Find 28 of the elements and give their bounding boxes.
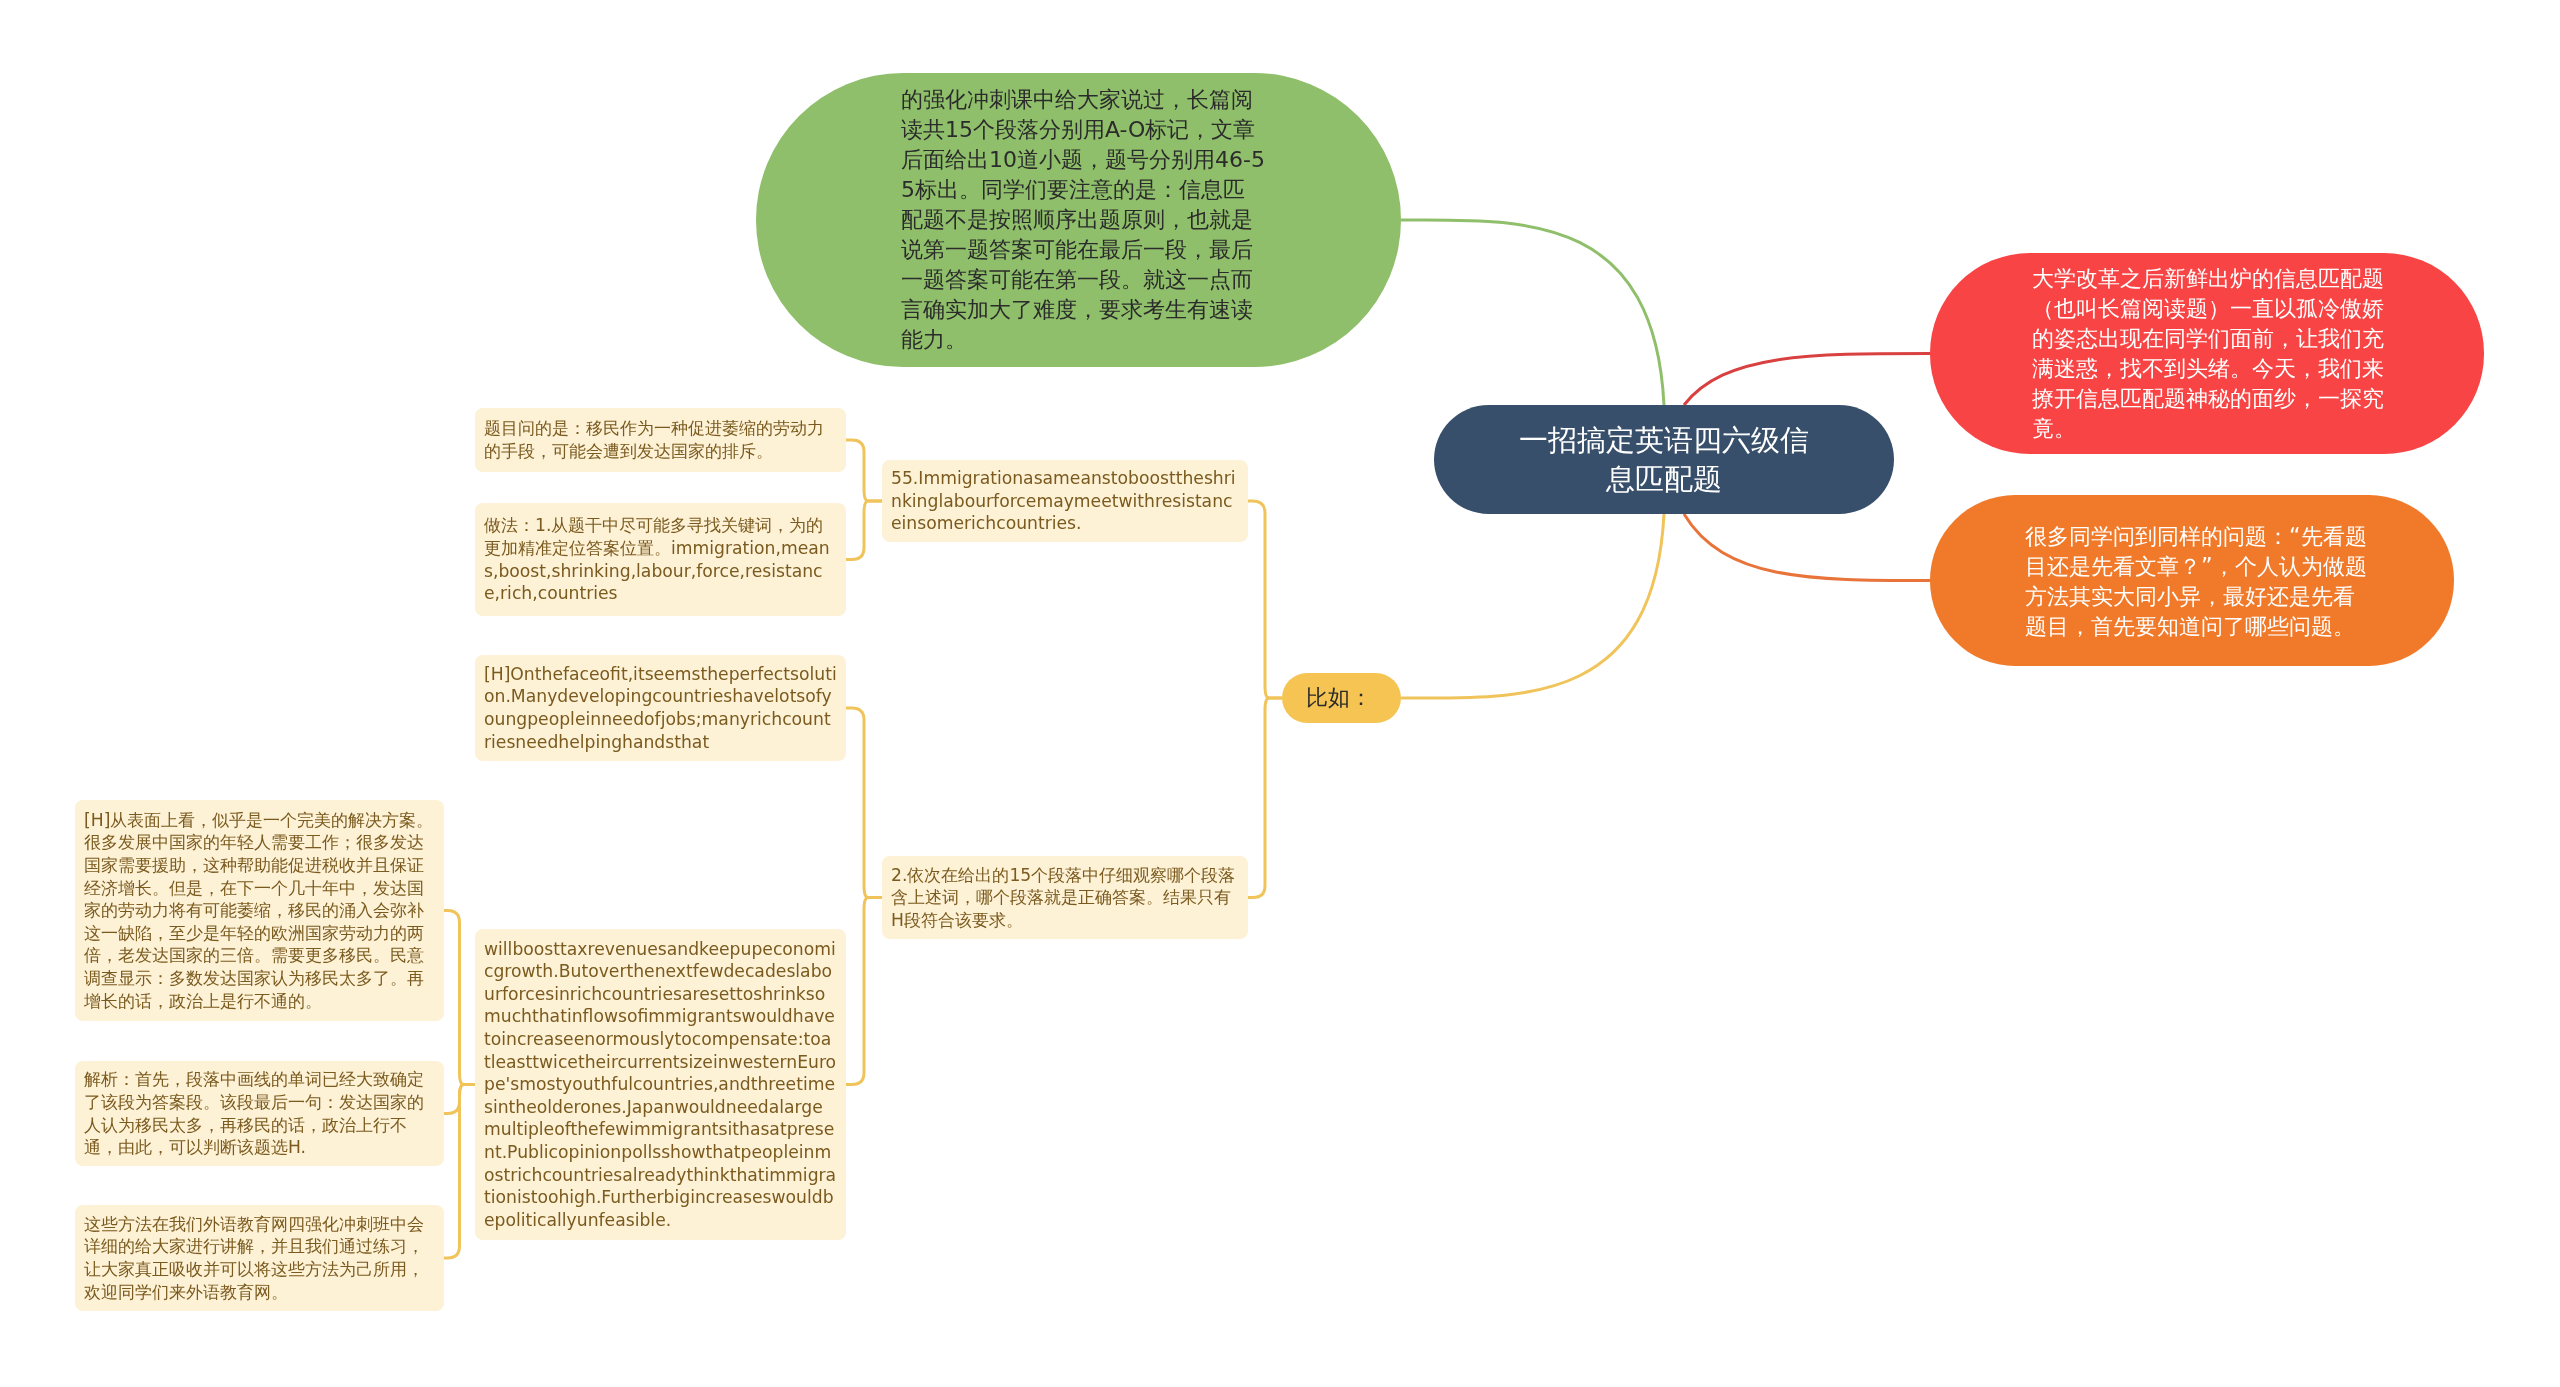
note-card bbox=[882, 460, 1248, 542]
topic-text: 解析：首先，段落中画线的单词已经大致确定了该段为答案段。该段最后一句：发达国家的人认为移民太多，再移民的话，政治上行不通，由此，可以判断该题选H. bbox=[84, 1068, 425, 1159]
topic-text: [H]从表面上看，似乎是一个完美的解决方案。很多发展中国家的年轻人需要工作；很多发达国家需要援助，这种帮助能促进税收并且保证经济增长。但是，在下一个几十年中，发达国家的劳动力将有可能萎缩，移民的涌入会弥补这一缺陷，至少是年轻的欧洲国家劳动力的两倍，老发达国家的三倍。需要更多移民。民意调查显示：多数发达国家认为移民太多了。再增长的话，政治上是行不通的。 bbox=[84, 808, 435, 1013]
topic-text: 做法：1.从题干中尽可能多寻找关键词，为的更加精准定位答案位置。immigration,means,boost,shrinking,labour,force,resistance,rich,countries bbox=[484, 514, 831, 605]
note-card bbox=[75, 1061, 444, 1166]
connector-line bbox=[846, 499, 882, 561]
connector-line bbox=[846, 896, 882, 1086]
topic-text: 大学改革之后新鲜出炉的信息匹配题（也叫长篇阅读题）一直以孤冷傲娇的姿态出现在同学们面前，让我们充满迷惑，找不到头绪。今天，我们来撩开信息匹配题神秘的面纱，一探究竟。 bbox=[2032, 264, 2385, 443]
topic-text: 比如： bbox=[1306, 684, 1373, 712]
topic-text: 很多同学问到同样的问题：“先看题目还是先看文章？”，个人认为做题方法其实大同小异，最好还是先看题目，首先要知道问了哪些问题。 bbox=[2025, 521, 2368, 641]
note-card bbox=[75, 1205, 444, 1311]
topic-text: 的强化冲刺课中给大家说过，长篇阅读共15个段落分别用A-O标记，文章后面给出10道小题，题号分别用46-55标出。同学们要注意的是：信息匹配题不是按照顺序出题原则，也就是说第一题答案可能在最后一段，最后一题答案可能在第一段。就这一点而言确实加大了难度，要求考生有速读能力。 bbox=[901, 86, 1266, 354]
topic-text: 这些方法在我们外语教育网四强化冲刺班中会详细的给大家进行讲解，并且我们通过练习，让大家真正吸收并可以将这些方法为己所用，欢迎同学们来外语教育网。 bbox=[84, 1212, 425, 1304]
connector-line bbox=[1682, 352, 1930, 406]
note-card bbox=[475, 655, 846, 761]
topic-text: willboosttaxrevenuesandkeepupeconomicgrowth.Butoverthenextfewdecadeslabourforcesinrichcountriesaresettoshrinksomuchthatinflowsofimmigrantswouldhavetoincreaseenormouslytocompensate:toatleasttwicetheircurrentsizeinwesternEurope'smostyouthfulcountries,andthreetimesintheolderones.Japanwouldneedalargemultipleofthefewimmigrantsithasatpresent.Publicopinionpollsshowthatpeopleinmostrichcountriesalreadythinkthatimmigrationistoohigh.Furtherbigincreaseswouldbepoliticallyunfeasible. bbox=[484, 937, 837, 1232]
connector-line bbox=[1401, 513, 1666, 700]
topic-text: [H]Onthefaceofit,itseemstheperfectsolution.Manydevelopingcountrieshavelotsofyoungpeopleinneedofjobs;manyrichcountriesneedhelpinghandsthat bbox=[484, 662, 837, 754]
note-card bbox=[475, 408, 846, 472]
topic-text: 题目问的是：移民作为一种促进萎缩的劳动力的手段，可能会遭到发达国家的排斥。 bbox=[484, 417, 825, 463]
connector-line bbox=[1401, 218, 1666, 406]
topic-text: 2.依次在给出的15个段落中仔细观察哪个段落含上述词，哪个段落就是正确答案。结果只有H段符合该要求。 bbox=[891, 863, 1237, 932]
note-card bbox=[475, 503, 846, 616]
note-card bbox=[882, 856, 1248, 939]
connector-line bbox=[1682, 513, 1930, 582]
subtopic-pill bbox=[1282, 673, 1401, 723]
topic-text: 55.Immigrationasameanstoboosttheshrinkinglabourforcemaymeetwithresistanceinsomerichcountries. bbox=[891, 467, 1237, 535]
topic-text: 一招搞定英语四六级信息匹配题 bbox=[1518, 421, 1810, 498]
